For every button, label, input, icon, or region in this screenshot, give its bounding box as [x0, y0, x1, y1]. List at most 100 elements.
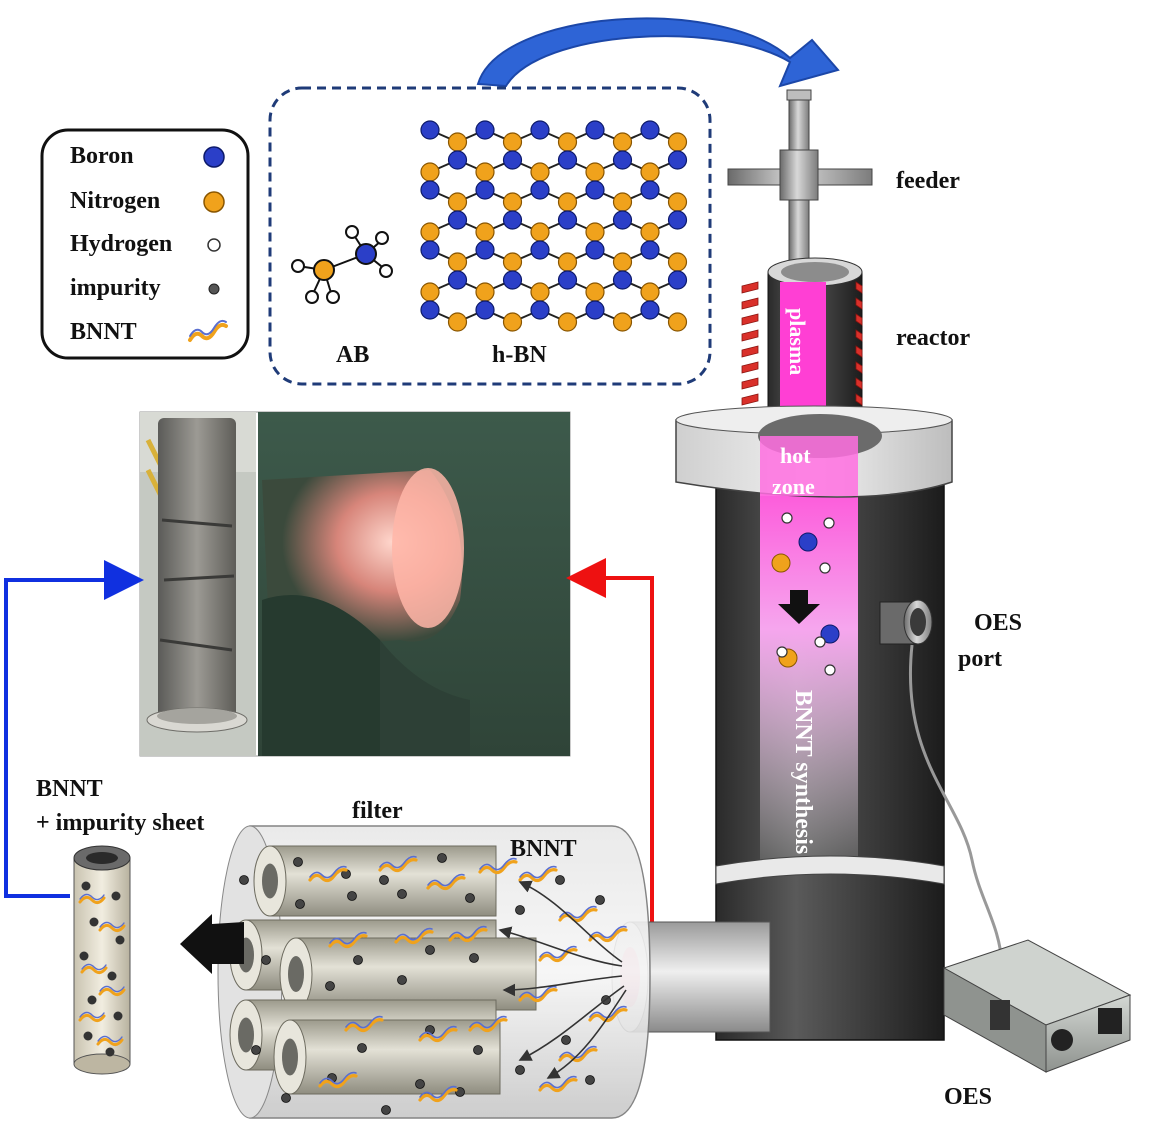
bnnt-sheet-roll: [73, 845, 131, 1075]
boron-atom: [640, 180, 660, 200]
hot-label: hot: [780, 443, 811, 468]
nitrogen-atom: [530, 282, 550, 302]
impurity-dot: [353, 955, 363, 965]
boron-atom: [640, 300, 660, 320]
impurity-dot: [295, 899, 305, 909]
impurity-dot: [111, 891, 121, 901]
bnnt-fiber: [344, 1018, 384, 1033]
boron-atom: [612, 270, 633, 290]
nitrogen-atom: [667, 312, 688, 332]
nitrogen-atom: [640, 282, 660, 302]
output-arrow-icon: [180, 914, 244, 974]
coil-fin: [741, 393, 759, 406]
boron-atom: [420, 120, 440, 140]
nitrogen-atom: [667, 132, 688, 152]
boron-atom: [557, 150, 578, 170]
nitrogen-atom: [475, 162, 495, 182]
impurity-dot: [515, 905, 525, 915]
boron-atom: [420, 180, 440, 200]
impurity-dot: [465, 893, 475, 903]
filter-housing: [217, 825, 651, 1119]
coil-fin: [741, 329, 759, 342]
nitrogen-atom: [502, 192, 523, 212]
nitrogen-atom: [420, 282, 440, 302]
bnnt-fiber: [96, 1037, 124, 1047]
boron-atom: [557, 270, 578, 290]
oes-port-label-line2: port: [958, 646, 1002, 672]
bnnt-fiber: [588, 1008, 628, 1023]
zone-label: zone: [772, 474, 815, 499]
legend-label-hydrogen: Hydrogen: [70, 231, 172, 257]
nitrogen-atom: [612, 312, 633, 332]
bnnt-fiber: [538, 1078, 578, 1093]
nitrogen-atom: [612, 132, 633, 152]
boron-atom: [530, 180, 550, 200]
bnnt-fiber: [588, 928, 628, 943]
bnnt-fiber: [558, 1048, 598, 1063]
down-arrow-icon: [778, 590, 820, 624]
coil-fin: [741, 297, 759, 310]
reactor-assembly: feeder plasma reactor hot zone BNNT synt…: [675, 89, 1132, 1110]
coil-fin: [741, 361, 759, 374]
reactor-label: reactor: [896, 325, 971, 351]
impurity-dot: [113, 1011, 123, 1021]
boron-atom: [612, 210, 633, 230]
nitrogen-atom: [557, 132, 578, 152]
nitrogen-atom: [502, 312, 523, 332]
boron-atom: [447, 210, 468, 230]
hydrogen-particle: [814, 636, 826, 648]
coil-fin: [855, 345, 863, 358]
filter-label: filter: [352, 798, 403, 824]
photo-used-filter: [140, 412, 256, 756]
boron-atom: [557, 210, 578, 230]
feeder-label: feeder: [896, 168, 960, 194]
gas-flow-line: [518, 985, 625, 1061]
bnnt-fiber: [558, 908, 598, 923]
impurity-dot: [381, 1105, 391, 1115]
hbn-lattice: [420, 120, 688, 332]
sheet-label-line1: BNNT: [36, 776, 103, 802]
coil-fin: [855, 361, 863, 374]
boron-atom: [475, 300, 495, 320]
impurity-dot: [595, 895, 605, 905]
impurity-dot: [293, 857, 303, 867]
oes-label: OES: [944, 1084, 992, 1110]
legend: Boron Nitrogen Hydrogen impurity BNNT: [40, 128, 250, 360]
impurity-dot: [515, 1065, 525, 1075]
boron-atom: [502, 150, 523, 170]
bnnt-fiber: [426, 876, 466, 891]
hydrogen-particle: [823, 517, 835, 529]
hydrogen-particle: [819, 562, 831, 574]
coil-fin: [855, 393, 863, 406]
legend-label-impurity: impurity: [70, 275, 161, 301]
nitrogen-atom: [667, 252, 688, 272]
bnnt-fiber: [538, 948, 578, 963]
ab-label: AB: [336, 342, 369, 368]
boron-atom: [667, 210, 688, 230]
boron-atom: [475, 120, 495, 140]
boron-atom: [420, 300, 440, 320]
boron-atom: [530, 120, 550, 140]
coil-fin: [855, 313, 863, 326]
hydrogen-icon: [207, 238, 221, 252]
nitrogen-atom: [585, 222, 605, 242]
impurity-dot: [281, 1093, 291, 1103]
gas-flow-line: [502, 975, 623, 997]
impurity-dot: [473, 1045, 483, 1055]
molecule-panel: AB h-BN: [268, 86, 712, 386]
filter-bnnt-label: BNNT: [510, 836, 577, 862]
nitrogen-atom: [475, 282, 495, 302]
impurity-dot: [115, 935, 125, 945]
boron-atom: [585, 300, 605, 320]
bnnt-fiber: [418, 1028, 458, 1043]
plasma-column: [780, 282, 826, 422]
hot-zone: [760, 440, 858, 860]
nitrogen-atom: [420, 222, 440, 242]
synthesis-label: BNNT synthesis: [790, 690, 816, 854]
nitrogen-atom: [612, 252, 633, 272]
nitrogen-atom: [447, 312, 468, 332]
bnnt-icon: [188, 322, 228, 342]
boron-atom: [502, 210, 523, 230]
impurity-dot: [455, 1087, 465, 1097]
coil-fin: [855, 297, 863, 310]
